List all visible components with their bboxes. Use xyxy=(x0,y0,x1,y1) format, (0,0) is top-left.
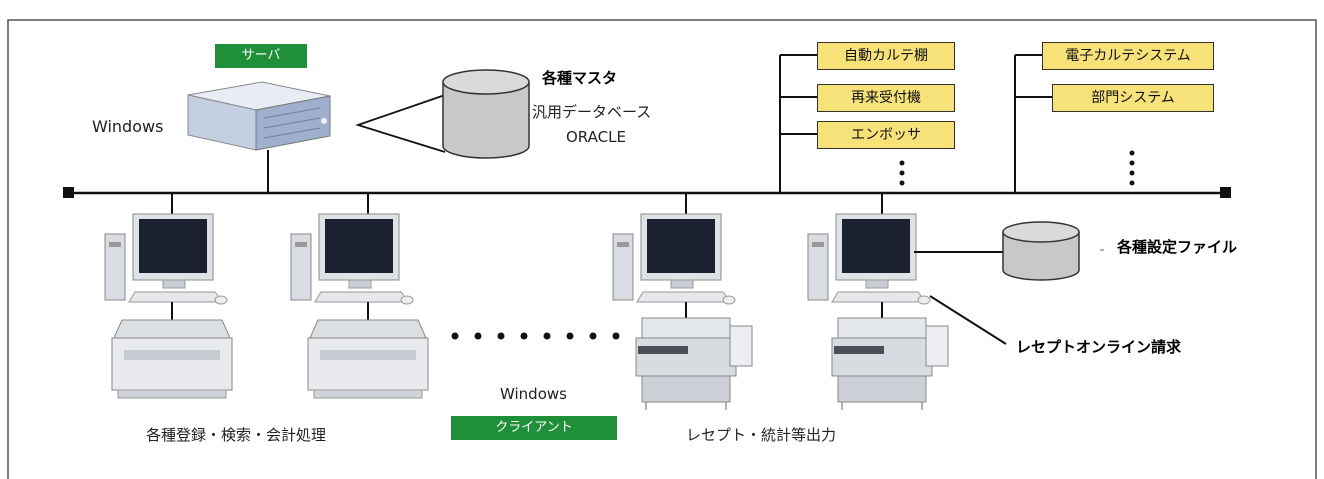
server-tag: サーバ xyxy=(215,44,307,68)
server-os-label: Windows xyxy=(92,117,164,136)
backbone-end-right xyxy=(1220,187,1231,198)
server-icon xyxy=(187,81,331,151)
master-db-line1: 汎用データベース xyxy=(532,103,652,121)
frame xyxy=(7,19,1317,479)
system-box-department: 部門システム xyxy=(1052,84,1214,112)
client-pc-icon xyxy=(612,213,736,305)
system-box-embosser: エンボッサ xyxy=(817,121,955,149)
client-pc-icon xyxy=(807,213,931,305)
settings-file-label: 各種設定ファイル xyxy=(1117,238,1238,256)
printer-icon xyxy=(307,319,429,399)
settings-db-icon xyxy=(1002,221,1080,281)
master-db-icon xyxy=(442,69,530,159)
branch-right xyxy=(1014,54,1052,193)
client-left-caption: 各種登録・検索・会計処理 xyxy=(146,426,327,444)
printer-icon xyxy=(635,317,753,410)
online-claim-label: レセプトオンライン請求 xyxy=(1016,338,1182,356)
system-box-reception-machine: 再来受付機 xyxy=(817,84,955,112)
client-os-label: Windows xyxy=(500,385,567,403)
ellipsis-left xyxy=(899,160,905,186)
system-box-ehr: 電子カルテシステム xyxy=(1042,42,1214,70)
backbone-end-left xyxy=(63,187,74,198)
ellipsis-right xyxy=(1129,150,1135,186)
master-db-line2: ORACLE xyxy=(566,128,626,146)
online-claim-link xyxy=(929,295,1007,345)
printer-icon xyxy=(111,319,233,399)
server-db-connector xyxy=(355,94,446,153)
printer-icon xyxy=(831,317,949,410)
system-box-auto-chart-shelf: 自動カルテ棚 xyxy=(817,42,955,70)
client-pc-icon xyxy=(104,213,228,305)
client-pc-icon xyxy=(290,213,414,305)
master-db-title: 各種マスタ xyxy=(542,69,618,87)
ellipsis-clients xyxy=(451,332,620,340)
branch-left xyxy=(779,54,817,193)
client-tag: クライアント xyxy=(451,416,617,440)
client-right-caption: レセプト・統計等出力 xyxy=(686,426,837,444)
